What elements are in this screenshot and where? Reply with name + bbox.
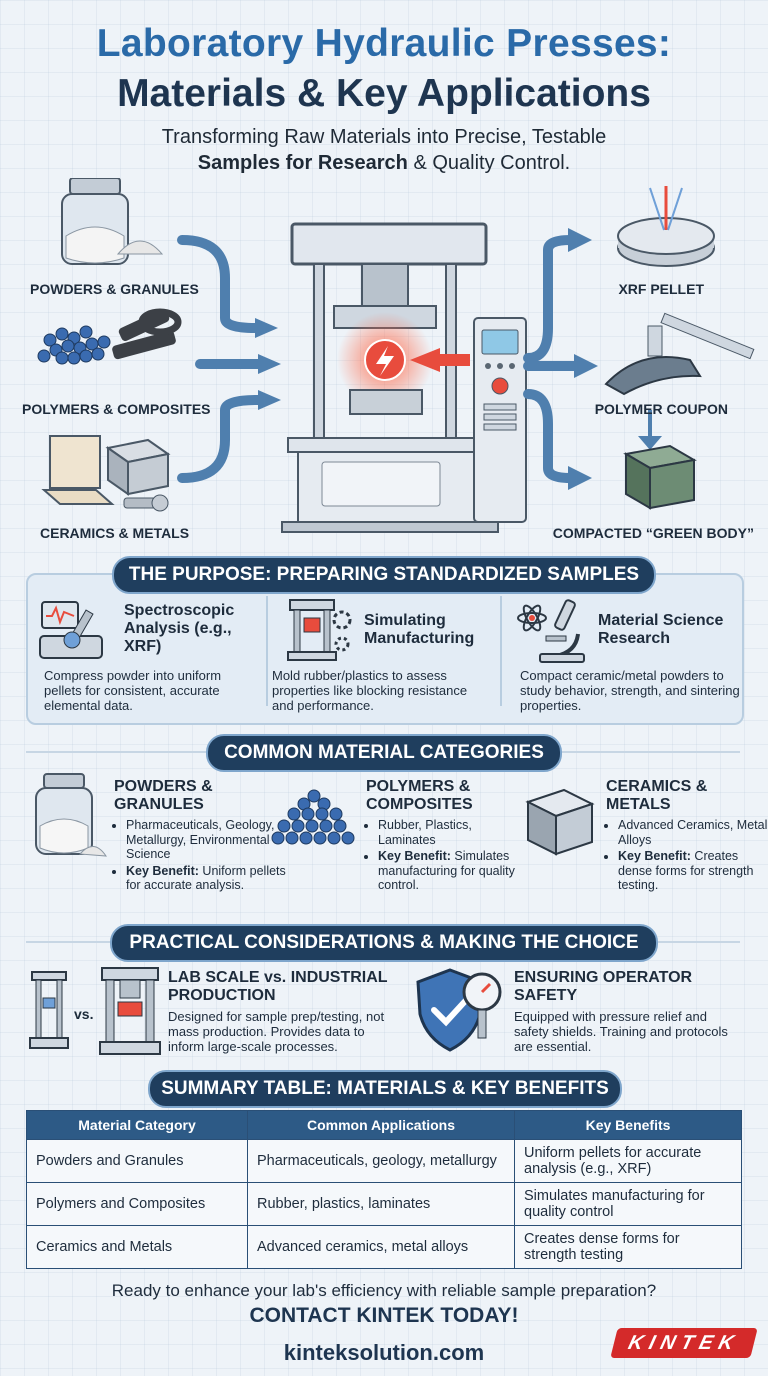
green-body-icon <box>623 410 697 510</box>
page-title-line2: Materials & Key Applications <box>117 72 651 115</box>
table-cell: Powders and Granules <box>26 1139 248 1183</box>
input-label-polymers: POLYMERS & COMPOSITES <box>22 401 211 417</box>
considerations-banner: PRACTICAL CONSIDERATIONS & MAKING THE CH… <box>110 924 658 962</box>
vs-label: vs. <box>74 1006 94 1022</box>
polymer-pellets-icon <box>37 325 111 365</box>
polymer-pellets-icon <box>271 789 355 845</box>
benefit-text: Simulates manufacturing for quality cont… <box>378 849 515 892</box>
purpose-title-research: Material Science Research <box>598 612 724 647</box>
purpose-text-research: Compact ceramic/metal powders to study b… <box>520 668 740 713</box>
kintek-logo: KINTEK <box>610 1328 758 1358</box>
table-row: Ceramics and Metals Advanced ceramics, m… <box>26 1225 742 1269</box>
output-arrows <box>523 235 581 483</box>
table-cell: Creates dense forms for strength testing <box>514 1225 742 1269</box>
output-label-green-body: COMPACTED “GREEN BODY” <box>552 525 754 541</box>
output-label-polymer-coupon: POLYMER COUPON <box>594 401 728 417</box>
cta-contact[interactable]: CONTACT KINTEK TODAY! <box>249 1304 519 1327</box>
subtitle-line2: Samples for Research & Quality Control. <box>0 152 768 175</box>
table-header: Key Benefits <box>514 1110 742 1140</box>
powder-jar-icon <box>61 178 164 265</box>
category-list-ceramics: Advanced Ceramics, Metal Alloys Key Bene… <box>606 818 768 895</box>
small-press-icon <box>29 971 69 1049</box>
summary-banner: SUMMARY TABLE: MATERIALS & KEY BENEFITS <box>148 1070 622 1108</box>
category-benefit: Key Benefit: Simulates manufacturing for… <box>378 849 518 893</box>
benefit-label: Key Benefit: <box>378 849 451 863</box>
category-benefit: Key Benefit: Creates dense forms for str… <box>618 849 768 893</box>
xrf-pellet-icon <box>617 186 715 267</box>
category-title-ceramics: CERAMICS & METALS <box>606 778 708 813</box>
table-cell: Rubber, plastics, laminates <box>247 1182 515 1226</box>
website-link[interactable]: kinteksolution.com <box>283 1340 485 1365</box>
category-bullet: Advanced Ceramics, Metal Alloys <box>618 818 768 847</box>
output-label-xrf-pellet: XRF PELLET <box>618 281 704 297</box>
input-label-powders: POWDERS & GRANULES <box>30 281 199 297</box>
ceramics-metals-icon <box>41 435 171 512</box>
microscope-atom-icon <box>517 599 585 663</box>
consideration-text-scale: Designed for sample prep/testing, not ma… <box>168 1009 385 1054</box>
subtitle-line1: Transforming Raw Materials into Precise,… <box>161 126 607 148</box>
purpose-title-manufacturing: Simulating Manufacturing <box>364 612 475 647</box>
benefit-label: Key Benefit: <box>126 863 199 878</box>
subtitle-bold: Samples for Research <box>197 152 408 174</box>
metal-cube-icon <box>525 788 595 856</box>
category-bullet: Rubber, Plastics, Laminates <box>378 818 518 847</box>
divider <box>266 596 268 706</box>
category-title-polymers: POLYMERS & COMPOSITES <box>366 778 473 813</box>
table-row: Polymers and Composites Rubber, plastics… <box>26 1182 742 1226</box>
polymer-strips-icon <box>112 308 182 360</box>
table-header-row: Material Category Common Applications Ke… <box>26 1110 742 1140</box>
category-benefit: Key Benefit: Uniform pellets for accurat… <box>126 864 286 893</box>
table-header: Common Applications <box>247 1110 515 1140</box>
table-header: Material Category <box>26 1110 248 1140</box>
hydraulic-press-icon <box>281 222 527 533</box>
table-cell: Simulates manufacturing for quality cont… <box>514 1182 742 1226</box>
purpose-text-spectroscopic: Compress powder into uniform pellets for… <box>44 668 222 713</box>
table-cell: Pharmaceuticals, geology, metallurgy <box>247 1139 515 1183</box>
input-arrows <box>177 235 263 483</box>
category-list-powders: Pharmaceuticals, Geology, Metallurgy, En… <box>114 818 286 895</box>
subtitle-rest: & Quality Control. <box>407 152 571 174</box>
table-cell: Polymers and Composites <box>26 1182 248 1226</box>
benefit-label: Key Benefit: <box>618 849 691 863</box>
table-cell: Uniform pellets for accurate analysis (e… <box>514 1139 742 1183</box>
page-title-line1: Laboratory Hydraulic Presses: <box>96 22 672 65</box>
consideration-title-scale: LAB SCALE vs. INDUSTRIAL PRODUCTION <box>168 969 388 1004</box>
benefit-text: Creates dense forms for strength testing… <box>618 849 754 892</box>
mini-press-icon <box>287 599 352 661</box>
category-title-powders: POWDERS & GRANULES <box>114 778 213 813</box>
category-list-polymers: Rubber, Plastics, Laminates Key Benefit:… <box>366 818 518 895</box>
table-cell: Advanced ceramics, metal alloys <box>247 1225 515 1269</box>
benefit-text: Uniform pellets for accurate analysis. <box>126 863 286 893</box>
powder-jar-icon <box>35 773 107 857</box>
spectrometer-icon <box>39 601 103 659</box>
purpose-title-spectroscopic: Spectroscopic Analysis (e.g., XRF) <box>124 602 235 655</box>
consideration-title-safety: ENSURING OPERATOR SAFETY <box>514 969 693 1004</box>
industrial-press-icon <box>99 967 161 1055</box>
polymer-coupon-icon <box>604 312 755 396</box>
divider <box>500 596 502 706</box>
table-cell: Ceramics and Metals <box>26 1225 248 1269</box>
purpose-text-manufacturing: Mold rubber/plastics to assess propertie… <box>272 668 468 713</box>
category-bullet: Pharmaceuticals, Geology, Metallurgy, En… <box>126 818 286 862</box>
summary-table: Material Category Common Applications Ke… <box>26 1110 742 1269</box>
hero-illustration <box>37 178 755 533</box>
purpose-banner: THE PURPOSE: PREPARING STANDARDIZED SAMP… <box>112 556 656 594</box>
consideration-text-safety: Equipped with pressure relief and safety… <box>514 1009 728 1054</box>
safety-shield-icon <box>416 968 502 1052</box>
cta-text: Ready to enhance your lab's efficiency w… <box>111 1281 657 1300</box>
table-row: Powders and Granules Pharmaceuticals, ge… <box>26 1139 742 1183</box>
input-label-ceramics: CERAMICS & METALS <box>40 525 190 541</box>
categories-banner: COMMON MATERIAL CATEGORIES <box>206 734 562 772</box>
